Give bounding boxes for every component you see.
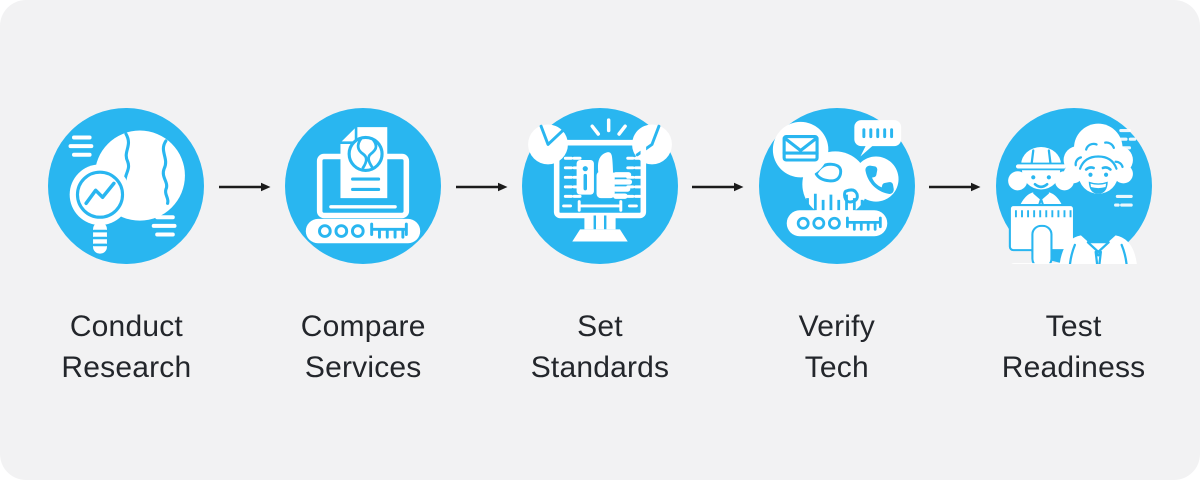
step-label: Compare Services bbox=[301, 306, 426, 388]
step-label: Conduct Research bbox=[61, 306, 191, 388]
monitor-thumbs-up-icon bbox=[528, 118, 672, 242]
step-label: Set Standards bbox=[531, 306, 670, 388]
step-label: Test Readiness bbox=[1002, 306, 1146, 388]
step-circle bbox=[995, 108, 1152, 264]
label-line-2: Readiness bbox=[1001, 351, 1146, 384]
step-conduct-research: Conduct Research bbox=[8, 0, 245, 388]
step-circle bbox=[521, 108, 678, 264]
label-line-1: Conduct bbox=[69, 310, 183, 343]
label-line-2: Services bbox=[304, 351, 422, 384]
step-circle bbox=[758, 108, 915, 264]
globe-communication-icon bbox=[772, 120, 901, 237]
label-line-1: Set bbox=[577, 310, 623, 343]
flow-arrow-icon bbox=[454, 180, 510, 194]
label-line-2: Research bbox=[61, 351, 192, 384]
label-line-1: Test bbox=[1045, 310, 1102, 343]
flow-arrow-icon bbox=[690, 180, 746, 194]
step-compare-services: Compare Services bbox=[245, 0, 482, 388]
steps-row: Conduct Research bbox=[8, 0, 1192, 388]
label-line-2: Standards bbox=[530, 351, 670, 384]
label-line-2: Tech bbox=[804, 351, 869, 384]
laptop-document-icon bbox=[305, 125, 421, 244]
step-test-readiness: Test Readiness bbox=[955, 0, 1192, 388]
flow-arrow-icon bbox=[217, 180, 273, 194]
globe-magnifier-icon bbox=[68, 130, 186, 254]
step-verify-tech: Verify Tech bbox=[718, 0, 955, 388]
step-label: Verify Tech bbox=[799, 306, 875, 388]
label-line-1: Compare bbox=[300, 310, 426, 343]
label-line-1: Verify bbox=[798, 310, 875, 343]
step-circle bbox=[48, 108, 205, 264]
team-members-icon bbox=[1007, 123, 1137, 264]
flow-arrow-icon bbox=[927, 180, 983, 194]
step-circle bbox=[285, 108, 442, 264]
step-set-standards: Set Standards bbox=[482, 0, 719, 388]
